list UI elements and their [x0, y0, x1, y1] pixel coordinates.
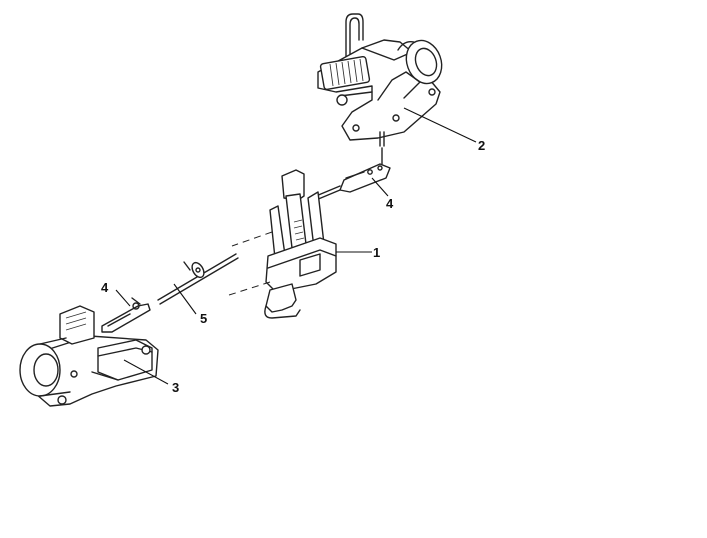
part-4-upper-plate: [315, 147, 391, 201]
part-1-central-foot-assembly: [225, 169, 337, 319]
part-3-lower-mechanism: [19, 305, 159, 407]
callout-3: 3: [172, 380, 179, 395]
callout-4-lower: 4: [101, 280, 109, 295]
leader-lines: [115, 107, 477, 385]
part-4-lower-plate: [101, 297, 151, 333]
callout-5: 5: [200, 311, 207, 326]
callout-1: 1: [373, 245, 380, 260]
part-2-upper-bracket-assembly: [317, 13, 443, 147]
callout-4-upper: 4: [386, 196, 394, 211]
callout-2: 2: [478, 138, 485, 153]
part-5-rod-with-washer: [157, 253, 239, 305]
